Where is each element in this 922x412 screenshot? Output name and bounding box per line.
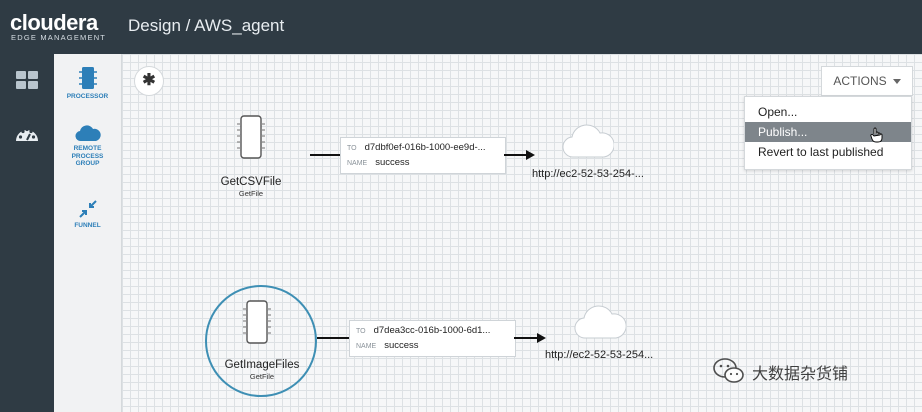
- palette-remote-process-group[interactable]: REMOTE PROCESS GROUP: [54, 124, 121, 168]
- gauge-icon[interactable]: [14, 122, 40, 148]
- remote-process-group-cloud-icon[interactable]: [562, 119, 614, 159]
- connection-name-value: success: [375, 157, 410, 168]
- remote-process-group-cloud-icon[interactable]: [574, 300, 626, 340]
- watermark-text: 大数据杂货铺: [752, 364, 849, 383]
- cloud-icon: [74, 125, 101, 142]
- processor-chip-icon: [78, 67, 97, 89]
- connection-line[interactable]: [514, 337, 537, 339]
- menu-item-publish[interactable]: Publish...: [745, 122, 911, 142]
- palette-processor-label: PROCESSOR: [66, 93, 109, 100]
- processor-type: GetFile: [249, 372, 275, 381]
- caret-down-icon: [892, 79, 901, 85]
- hand-cursor-icon: [870, 127, 883, 143]
- actions-label: ACTIONS: [833, 74, 887, 88]
- menu-item-open[interactable]: Open...: [758, 105, 798, 119]
- wechat-icon: [713, 358, 744, 383]
- dashboard-grid-icon[interactable]: [14, 68, 40, 94]
- actions-menu: Open... Publish... Revert to last publis…: [744, 96, 912, 170]
- connection-label-box[interactable]: TO d7dea3cc-016b-1000-6d1... NAME success: [349, 320, 516, 357]
- left-nav: [0, 54, 54, 412]
- processor-type: GetFile: [238, 189, 264, 198]
- connection-line[interactable]: [504, 154, 526, 156]
- selected-processor-ring: [205, 285, 317, 397]
- processor-chip-icon[interactable]: [243, 300, 271, 344]
- palette-funnel[interactable]: FUNNEL: [54, 199, 121, 230]
- palette-rpg-label-3: GROUP: [75, 160, 100, 167]
- connection-name-key: NAME: [356, 343, 377, 350]
- processor-name: GetImageFiles: [224, 359, 300, 371]
- settings-star-button[interactable]: ✱: [134, 66, 164, 96]
- palette-funnel-label: FUNNEL: [74, 222, 101, 229]
- connection-to-value: d7dea3cc-016b-1000-6d1...: [373, 325, 491, 336]
- connection-name-value: success: [384, 340, 419, 351]
- page-title: Design / AWS_agent: [128, 16, 285, 35]
- arrowhead-icon: [526, 150, 535, 160]
- connection-label-box[interactable]: TO d7dbf0ef-016b-1000-ee9d-... NAME succes…: [340, 137, 506, 174]
- connection-to-value: d7dbf0ef-016b-1000-ee9d-...: [364, 142, 486, 153]
- menu-item-revert[interactable]: Revert to last published: [758, 145, 884, 159]
- connection-name-key: NAME: [347, 160, 368, 167]
- brand-logo[interactable]: cloudera: [10, 10, 98, 35]
- palette-rpg-label-1: REMOTE: [73, 145, 102, 152]
- connection-to-key: TO: [347, 145, 357, 152]
- processor-name: GetCSVFile: [220, 176, 282, 188]
- top-header: cloudera EDGE MANAGEMENT Design / AWS_ag…: [0, 0, 922, 54]
- actions-dropdown-button[interactable]: ACTIONS: [821, 66, 913, 96]
- remote-url: http://ec2-52-53-254...: [545, 349, 654, 361]
- remote-url: http://ec2-52-53-254-...: [532, 168, 644, 180]
- connection-line[interactable]: [317, 337, 349, 339]
- processor-chip-icon[interactable]: [237, 115, 265, 159]
- connection-to-key: TO: [356, 328, 366, 335]
- palette-rpg-label-2: PROCESS: [71, 152, 104, 160]
- brand-subtitle: EDGE MANAGEMENT: [11, 33, 107, 42]
- arrowhead-icon: [537, 333, 546, 343]
- palette-processor[interactable]: PROCESSOR: [54, 66, 121, 101]
- connection-line[interactable]: [310, 154, 340, 156]
- funnel-arrows-icon: [78, 200, 97, 218]
- component-palette: PROCESSOR REMOTE PROCESS GROUP FUNNEL: [54, 54, 122, 412]
